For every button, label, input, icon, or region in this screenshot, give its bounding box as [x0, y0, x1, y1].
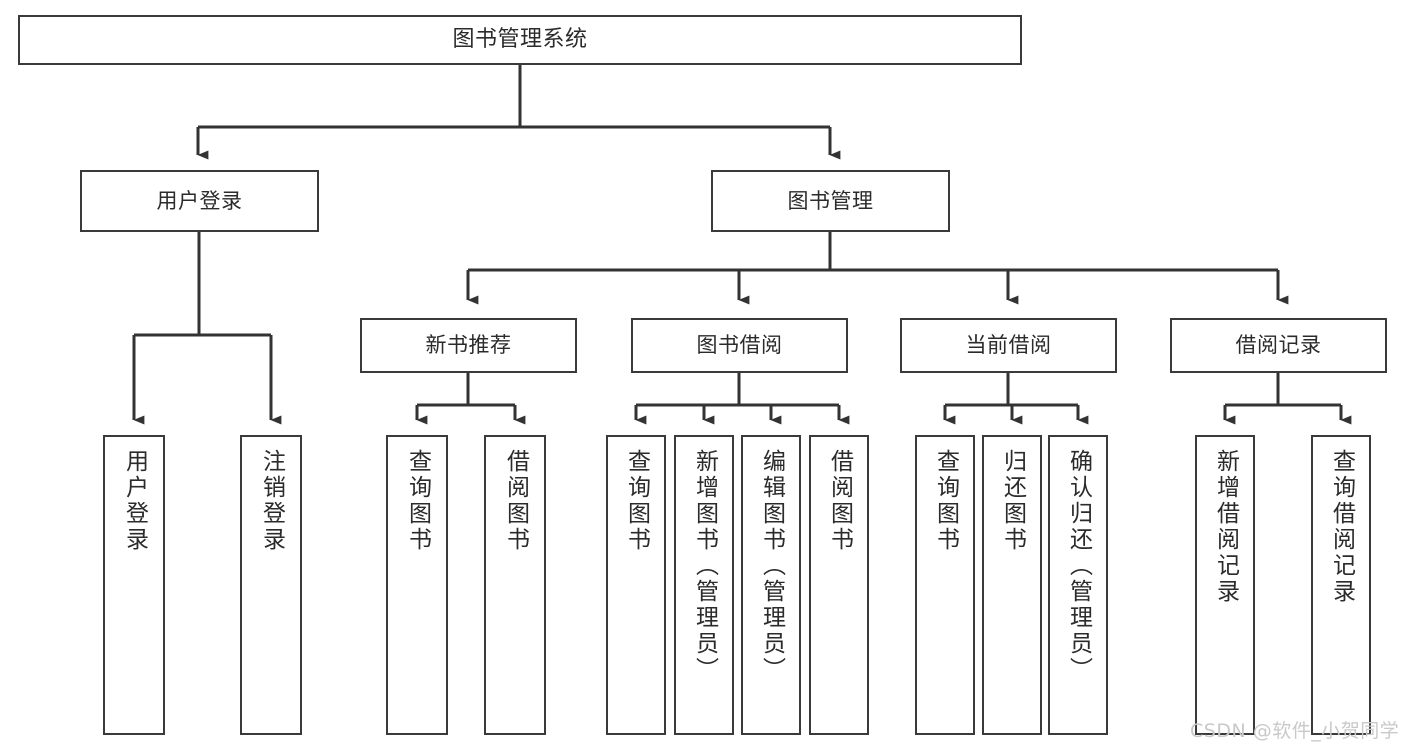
node-leaf-borrow-book-2[interactable]: 借阅图书 — [809, 435, 869, 735]
node-root-label: 图书管理系统 — [452, 26, 588, 52]
node-leaf-query-book-1[interactable]: 查询图书 — [386, 435, 448, 735]
node-leaf-borrow-book-2-label: 借阅图书 — [826, 449, 853, 553]
node-leaf-borrow-book-1[interactable]: 借阅图书 — [484, 435, 546, 735]
node-leaf-logout-label: 注销登录 — [258, 449, 285, 553]
node-book-borrow-label: 图书借阅 — [696, 333, 783, 358]
node-leaf-borrow-book-1-label: 借阅图书 — [502, 449, 529, 553]
node-user-login[interactable]: 用户登录 — [80, 170, 319, 232]
node-leaf-query-book-2[interactable]: 查询图书 — [606, 435, 666, 735]
node-borrow-record-label: 借阅记录 — [1235, 333, 1322, 358]
node-leaf-user-login-label: 用户登录 — [121, 449, 148, 553]
node-leaf-query-record[interactable]: 查询借阅记录 — [1311, 435, 1371, 735]
node-leaf-add-book[interactable]: 新增图书（管理员） — [674, 435, 734, 735]
node-leaf-add-record[interactable]: 新增借阅记录 — [1195, 435, 1255, 735]
node-root[interactable]: 图书管理系统 — [18, 15, 1022, 65]
node-new-book-recommend[interactable]: 新书推荐 — [360, 318, 577, 373]
node-leaf-edit-book-label: 编辑图书（管理员） — [758, 449, 785, 683]
node-current-borrow[interactable]: 当前借阅 — [900, 318, 1117, 373]
node-leaf-confirm-return[interactable]: 确认归还（管理员） — [1048, 435, 1108, 735]
node-leaf-query-book-3[interactable]: 查询图书 — [915, 435, 975, 735]
node-book-manage-label: 图书管理 — [787, 188, 874, 213]
node-leaf-query-book-3-label: 查询图书 — [932, 449, 959, 553]
node-leaf-add-record-label: 新增借阅记录 — [1212, 449, 1239, 605]
node-leaf-edit-book[interactable]: 编辑图书（管理员） — [741, 435, 801, 735]
node-leaf-query-record-label: 查询借阅记录 — [1328, 449, 1355, 605]
node-book-borrow[interactable]: 图书借阅 — [631, 318, 848, 373]
node-leaf-user-login[interactable]: 用户登录 — [103, 435, 165, 735]
node-user-login-label: 用户登录 — [156, 188, 243, 213]
watermark: CSDN @软件_小贺同学 — [1190, 720, 1400, 742]
node-leaf-return-book[interactable]: 归还图书 — [982, 435, 1042, 735]
node-leaf-return-book-label: 归还图书 — [999, 449, 1026, 553]
node-leaf-confirm-return-label: 确认归还（管理员） — [1065, 449, 1092, 683]
node-leaf-add-book-label: 新增图书（管理员） — [691, 449, 718, 683]
node-book-manage[interactable]: 图书管理 — [711, 170, 950, 232]
node-leaf-query-book-2-label: 查询图书 — [623, 449, 650, 553]
node-borrow-record[interactable]: 借阅记录 — [1170, 318, 1387, 373]
node-new-book-recommend-label: 新书推荐 — [425, 333, 512, 358]
node-leaf-logout[interactable]: 注销登录 — [240, 435, 302, 735]
node-current-borrow-label: 当前借阅 — [965, 333, 1052, 358]
node-leaf-query-book-1-label: 查询图书 — [404, 449, 431, 553]
